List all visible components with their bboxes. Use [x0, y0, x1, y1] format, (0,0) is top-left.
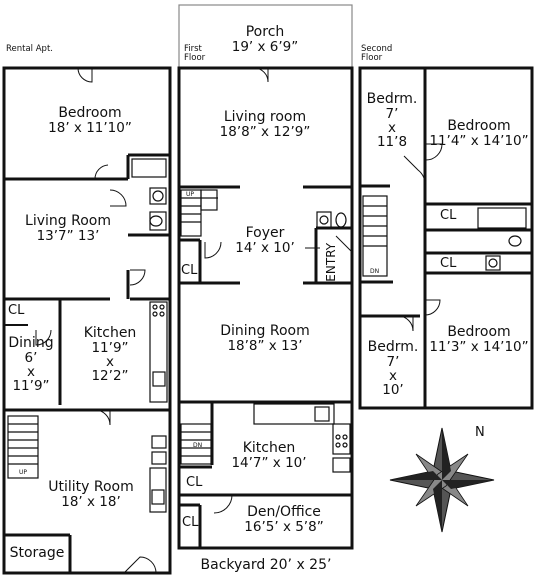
second-small-bedroom-bottom-l4: 10’ [382, 382, 404, 399]
first-floor-fixtures [180, 189, 351, 473]
storage: Storage [9, 545, 65, 561]
foyer-closet: CL [181, 263, 198, 278]
first-stair-up-label: UP [186, 191, 195, 198]
kitchen-closet: CL [186, 475, 203, 490]
utility-room-dims: 18’ x 18’ [61, 493, 121, 510]
second-floor-fixtures [362, 195, 527, 277]
second-bedroom-bottom-name: Bedroom [447, 324, 511, 340]
rental-dining: Dining 6’ x 11’9” [4, 336, 58, 393]
dining-room-dims: 18’8” x 13’ [227, 337, 303, 354]
rental-dining-l2: 6’ [24, 349, 38, 366]
rental-kitchen: Kitchen 11’9” x 12’2” [72, 326, 148, 383]
first-kitchen: Kitchen 14’7” x 10’ [214, 441, 324, 470]
second-closet-1: CL [440, 208, 457, 223]
den-office: Den/Office 16’5’ x 5’8” [222, 505, 346, 534]
second-stair-down-label: DN [370, 268, 380, 275]
second-small-bedroom-top-name: Bedrm. [366, 91, 418, 107]
compass-rose [389, 427, 495, 533]
first-floor-walls [177, 66, 354, 550]
utility-room-name: Utility Room [48, 479, 134, 495]
foyer: Foyer 14’ x 10’ [225, 226, 305, 255]
foyer-dims: 14’ x 10’ [235, 239, 295, 256]
porch-name: Porch [245, 24, 285, 40]
second-floor-label: Second Floor [361, 44, 393, 63]
den-closet: CL [182, 515, 199, 530]
rental-dining-name: Dining [8, 335, 54, 351]
rental-apartment-walls [2, 66, 172, 575]
second-small-bedroom-top-l2: 7’ [385, 105, 399, 122]
second-floor-walls [358, 66, 534, 410]
foyer-name: Foyer [245, 225, 285, 241]
second-small-bedroom-bottom: Bedrm. 7’ x 10’ [362, 340, 424, 397]
dining-room: Dining Room 18’8” x 13’ [190, 324, 340, 353]
den-office-name: Den/Office [247, 504, 321, 520]
second-bedroom-top-dims: 11’4” x 14’10” [429, 132, 529, 149]
first-stair-down-label: DN [193, 442, 203, 449]
second-small-bedroom-bottom-l2: 7’ [386, 353, 400, 370]
rental-bedroom: Bedroom 18’ x 11’10” [20, 106, 160, 135]
rental-kitchen-name: Kitchen [83, 325, 137, 341]
rental-stair-up-label: UP [19, 469, 28, 476]
den-office-dims: 16’5’ x 5’8” [244, 518, 324, 535]
first-floor-label: First Floor [184, 44, 206, 63]
living-room-dims: 18’8” x 12’9” [219, 123, 311, 140]
first-kitchen-name: Kitchen [242, 440, 296, 456]
rental-kitchen-l4: 12’2” [91, 368, 129, 385]
rental-kitchen-l3: x [106, 353, 114, 370]
backyard: Backyard 20’ x 25’ [200, 557, 332, 573]
second-bedroom-top-name: Bedroom [447, 118, 511, 134]
rental-fixtures [7, 158, 168, 513]
second-floor-doors [397, 143, 443, 332]
rental-bedroom-name: Bedroom [58, 105, 122, 121]
porch: Porch 19’ x 6’9” [190, 25, 340, 54]
porch-dims: 19’ x 6’9” [231, 38, 299, 55]
living-room-name: Living room [223, 109, 307, 125]
second-small-bedroom-bottom-name: Bedrm. [367, 339, 419, 355]
second-bedroom-bottom: Bedroom 11’3” x 14’10” [427, 325, 531, 354]
rental-living-dims: 13’7” 13’ [36, 227, 100, 244]
second-bedroom-bottom-dims: 11’3” x 14’10” [429, 338, 529, 355]
rental-bedroom-dims: 18’ x 11’10” [48, 119, 132, 136]
rental-dining-l4: 11’9” [12, 378, 50, 395]
rental-closet-1: CL [8, 303, 25, 318]
second-small-bedroom-top: Bedrm. 7’ x 11’8 [362, 92, 422, 149]
second-closet-2: CL [440, 256, 457, 271]
rental-dining-l3: x [27, 363, 35, 380]
first-kitchen-dims: 14’7” x 10’ [231, 454, 307, 471]
rental-apt-label: Rental Apt. [6, 44, 53, 54]
rental-doors [35, 67, 157, 574]
dining-room-name: Dining Room [220, 323, 310, 339]
first-floor-doors [204, 67, 353, 514]
utility-room: Utility Room 18’ x 18’ [36, 480, 146, 509]
second-small-bedroom-top-l4: 11’8 [376, 134, 408, 151]
second-small-bedroom-top-l3: x [388, 119, 396, 136]
rental-kitchen-l2: 11’9” [91, 339, 129, 356]
second-small-bedroom-bottom-l3: x [389, 367, 397, 384]
living-room: Living room 18’8” x 12’9” [190, 110, 340, 139]
second-bedroom-top: Bedroom 11’4” x 14’10” [427, 119, 531, 148]
compass-north-label: N [475, 425, 485, 440]
rental-living-name: Living Room [25, 213, 111, 229]
entry-label: ENTRY [324, 242, 339, 282]
rental-living-room: Living Room 13’7” 13’ [8, 214, 128, 243]
